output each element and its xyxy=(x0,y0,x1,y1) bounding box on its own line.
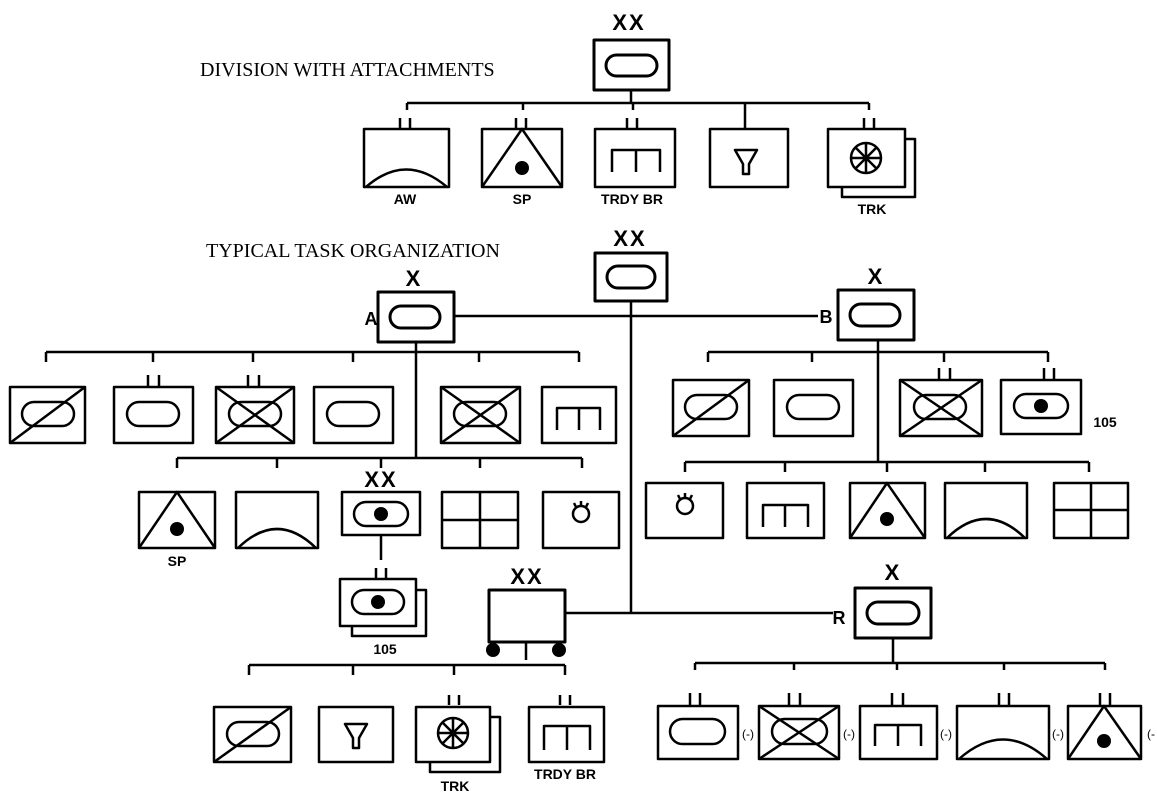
armored-infantry-unit-reduced: (-) xyxy=(757,693,855,761)
self-propelled-artillery-unit: SP xyxy=(480,118,564,207)
brigade-b-connectors xyxy=(683,340,1091,472)
self-propelled-artillery-unit-reduced: (- xyxy=(1066,693,1155,761)
aviation-unit-reduced: (-) xyxy=(955,693,1064,761)
echelon-marker: X xyxy=(406,266,423,291)
artillery-105-unit: XX xyxy=(340,467,422,537)
ordnance-unit xyxy=(644,481,725,540)
aviation-unit: AW xyxy=(362,118,451,207)
brigade-r-hq: X R xyxy=(833,560,933,640)
unit-label-trdy-br: TRDY BR xyxy=(534,766,596,782)
reduced-marker: (-) xyxy=(843,727,855,741)
tank-unit-reduced: (-) xyxy=(656,693,754,761)
brigade-letter-r: R xyxy=(833,608,846,628)
brigade-letter-a: A xyxy=(365,309,378,329)
artillery-105-unit: 105 xyxy=(999,368,1117,436)
reduced-marker: (-) xyxy=(940,727,952,741)
transportation-truck-unit: TRK xyxy=(826,118,917,217)
treadway-bridge-unit: TRDY BR xyxy=(527,695,606,782)
chemical-unit xyxy=(317,705,395,764)
engineer-unit-reduced: (-) xyxy=(858,693,952,761)
brigade-a-connectors xyxy=(44,342,584,560)
treadway-bridge-unit: TRDY BR xyxy=(593,118,677,207)
engineer-unit xyxy=(540,385,618,445)
brigade-a-hq: X A xyxy=(365,266,456,344)
armored-infantry-unit xyxy=(898,368,984,438)
division-hq-task: XX xyxy=(593,226,669,303)
title-division-with-attachments: DIVISION WITH ATTACHMENTS xyxy=(200,59,495,81)
unit-label-105: 105 xyxy=(1093,414,1117,430)
transportation-truck-unit: TRK xyxy=(414,695,502,794)
brigade-letter-b: B xyxy=(820,307,833,327)
reduced-marker: (-) xyxy=(742,727,754,741)
echelon-marker: XX xyxy=(613,226,646,251)
unit-label-trk: TRK xyxy=(858,201,887,217)
connector-lines-task xyxy=(454,301,833,615)
reduced-marker: (-) xyxy=(1052,727,1064,741)
aviation-unit xyxy=(943,481,1029,540)
chemical-unit xyxy=(708,110,790,189)
artillery-105-stacked-unit: 105 xyxy=(338,568,428,657)
echelon-marker: XX xyxy=(612,10,645,35)
tank-unit xyxy=(112,375,195,445)
engineer-unit xyxy=(745,481,826,540)
armored-cavalry-unit xyxy=(212,705,293,764)
echelon-marker: X xyxy=(885,560,902,585)
title-typical-task-organization: TYPICAL TASK ORGANIZATION xyxy=(206,240,500,262)
armored-cavalry-unit xyxy=(8,385,87,445)
brigade-b-hq: X B xyxy=(820,264,916,342)
unit-label-sp: SP xyxy=(513,191,532,207)
unit-label-aw: AW xyxy=(394,191,417,207)
unit-label-105: 105 xyxy=(373,641,397,657)
echelon-marker: XX xyxy=(364,467,397,492)
tank-unit xyxy=(312,385,395,445)
ordnance-unit xyxy=(541,490,621,550)
echelon-marker: X xyxy=(868,264,885,289)
unit-label-trdy-br: TRDY BR xyxy=(601,191,663,207)
armored-infantry-unit xyxy=(214,375,296,445)
signal-unit xyxy=(1052,481,1130,540)
self-propelled-artillery-unit xyxy=(848,481,927,540)
armored-cavalry-unit xyxy=(671,378,751,438)
unit-label-trk: TRK xyxy=(441,778,470,794)
armored-infantry-unit xyxy=(439,385,522,445)
connector-lines-division xyxy=(405,90,871,110)
echelon-marker: XX xyxy=(510,564,543,589)
tank-unit xyxy=(772,378,855,438)
self-propelled-artillery-unit: SP xyxy=(137,490,217,569)
trains-connectors xyxy=(247,663,567,675)
brigade-r-connectors xyxy=(693,638,1107,670)
unit-label-sp: SP xyxy=(168,553,187,569)
division-trains-hq: XX xyxy=(486,564,567,660)
aviation-unit xyxy=(234,490,320,550)
reduced-marker: (- xyxy=(1147,727,1155,741)
signal-unit xyxy=(440,490,520,550)
division-hq-top: XX xyxy=(592,10,671,92)
